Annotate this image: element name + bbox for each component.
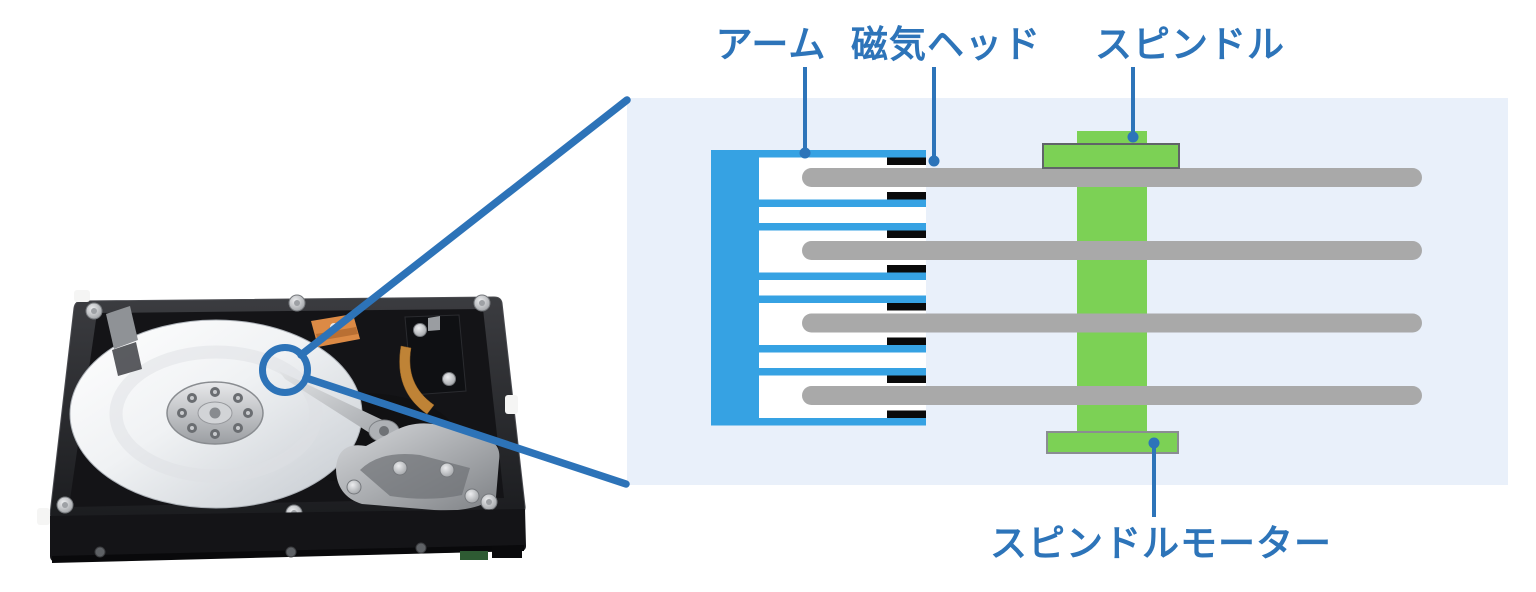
- hdd-case-front: [50, 509, 526, 563]
- spindle-motor-label: スピンドルモーター: [990, 522, 1332, 565]
- arm-label: アーム: [716, 23, 827, 66]
- magnifier-callout: [259, 96, 631, 488]
- arm-finger: [759, 150, 926, 158]
- leader-dots: [799, 131, 1160, 449]
- arm-leader-dot: [799, 147, 811, 159]
- hdd-ramp-shadow: [112, 342, 142, 376]
- hdd-platter-ring-highlight: [109, 345, 323, 483]
- spindle-leader-dot: [1127, 131, 1139, 143]
- arm-finger: [759, 295, 926, 303]
- arm-finger: [759, 199, 926, 207]
- magnetic-head: [887, 230, 926, 238]
- magnetic-heads: [887, 157, 926, 418]
- magnetic-head: [887, 303, 926, 311]
- platter: [802, 168, 1422, 187]
- hdd-head-park-block: [404, 314, 467, 396]
- hdd-ramp: [106, 306, 138, 349]
- callout-line-top: [297, 96, 631, 359]
- magnetic-head: [887, 410, 926, 418]
- magnetic-head: [887, 375, 926, 383]
- platter: [802, 313, 1422, 333]
- arm-finger: [759, 345, 926, 353]
- actuator-comb: [711, 150, 926, 426]
- magnetic-head-label: 磁気ヘッド: [851, 23, 1041, 66]
- spindle-label: スピンドル: [1095, 23, 1285, 66]
- magnetic-head: [887, 337, 926, 345]
- magnetic-head-leader-dot: [928, 155, 940, 167]
- spindle-cap: [1042, 143, 1180, 169]
- magnetic-head: [887, 157, 926, 165]
- callout-line-bottom: [302, 374, 630, 488]
- comb-interior: [759, 150, 926, 426]
- arm-finger: [759, 418, 926, 426]
- leader-lines: [803, 67, 1156, 517]
- hdd-vcm-assembly: [336, 423, 500, 511]
- diagram-labels: アーム 磁気ヘッド スピンドル スピンドルモーター: [716, 23, 1332, 565]
- spindle-motor-base: [1046, 431, 1179, 454]
- actuator-body: [711, 150, 759, 426]
- arm-finger: [759, 272, 926, 280]
- platter: [802, 386, 1422, 405]
- hdd-flex-ribbon: [399, 345, 435, 415]
- arm-finger: [759, 223, 926, 231]
- callout-circle: [259, 344, 311, 396]
- platter: [802, 241, 1422, 260]
- hdd-spindle-hub: [166, 381, 264, 445]
- arm-finger: [759, 368, 926, 376]
- platters: [802, 168, 1422, 405]
- spindle-motor-leader-dot: [1148, 437, 1160, 449]
- magnetic-head: [887, 265, 926, 273]
- magnetic-head: [887, 192, 926, 200]
- hdd-white-tabs: [37, 290, 518, 525]
